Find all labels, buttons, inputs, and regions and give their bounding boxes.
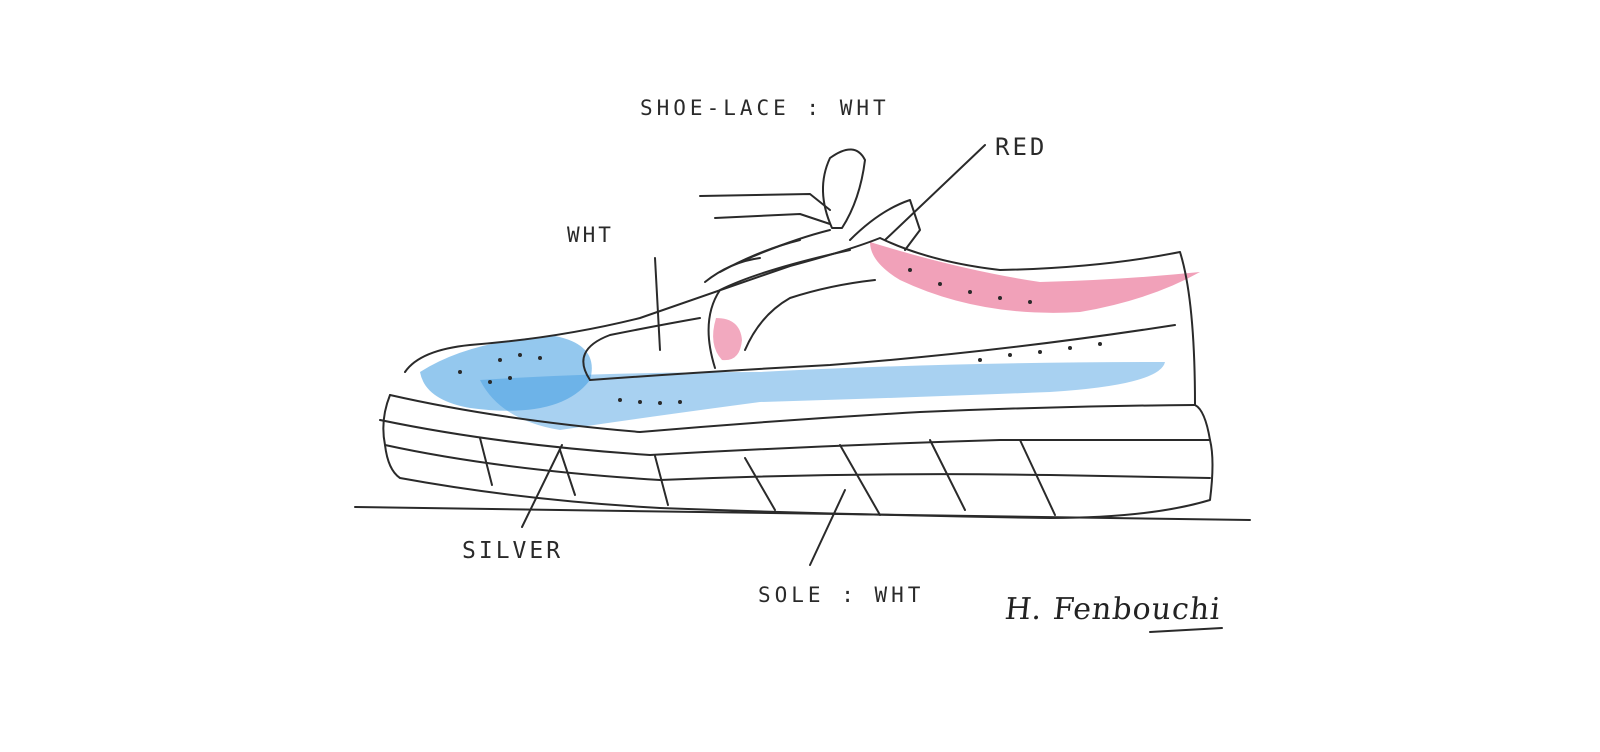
- tread-7: [1019, 439, 1056, 516]
- sole-mid-band: [384, 444, 1211, 481]
- leader-wht: [654, 257, 661, 351]
- tread-3: [654, 455, 669, 506]
- sole-top: [389, 394, 1196, 433]
- leader-red: [884, 144, 986, 241]
- label-red: RED: [995, 133, 1048, 161]
- label-shoelace: SHOE-LACE : WHT: [640, 96, 890, 120]
- upper-outline: [404, 237, 1196, 406]
- leader-sole: [809, 489, 846, 566]
- blue-wash-vamp: [480, 362, 1165, 430]
- sole-upper-band: [379, 419, 1211, 456]
- leader-silver: [521, 444, 563, 528]
- artist-signature: H. Fenbouchi: [1003, 592, 1223, 627]
- sole-outline: [382, 394, 1214, 519]
- vamp-seam: [589, 324, 1176, 381]
- brogue-perforations: [458, 268, 1102, 405]
- pink-wash-eyestay: [713, 318, 742, 361]
- blue-wash-toe: [420, 336, 592, 411]
- pink-wash-collar: [870, 242, 1200, 313]
- lace-loop-1: [699, 193, 831, 211]
- label-sole: SOLE : WHT: [758, 583, 925, 607]
- tread-6: [929, 439, 966, 511]
- tread-5: [839, 444, 881, 516]
- label-silver: SILVER: [462, 538, 564, 564]
- quarter-line: [707, 249, 851, 369]
- lace-loop-2: [714, 213, 831, 225]
- tread-4: [744, 457, 776, 511]
- lace-3: [739, 229, 831, 263]
- tread-1: [479, 437, 493, 486]
- label-wht: WHT: [567, 223, 614, 247]
- tongue-tip: [849, 199, 921, 251]
- toe-cap-line: [582, 317, 701, 381]
- tread-2: [559, 449, 576, 496]
- eyestay-line: [744, 279, 876, 351]
- signature-underline: [1149, 627, 1223, 633]
- lace-bow: [821, 148, 866, 229]
